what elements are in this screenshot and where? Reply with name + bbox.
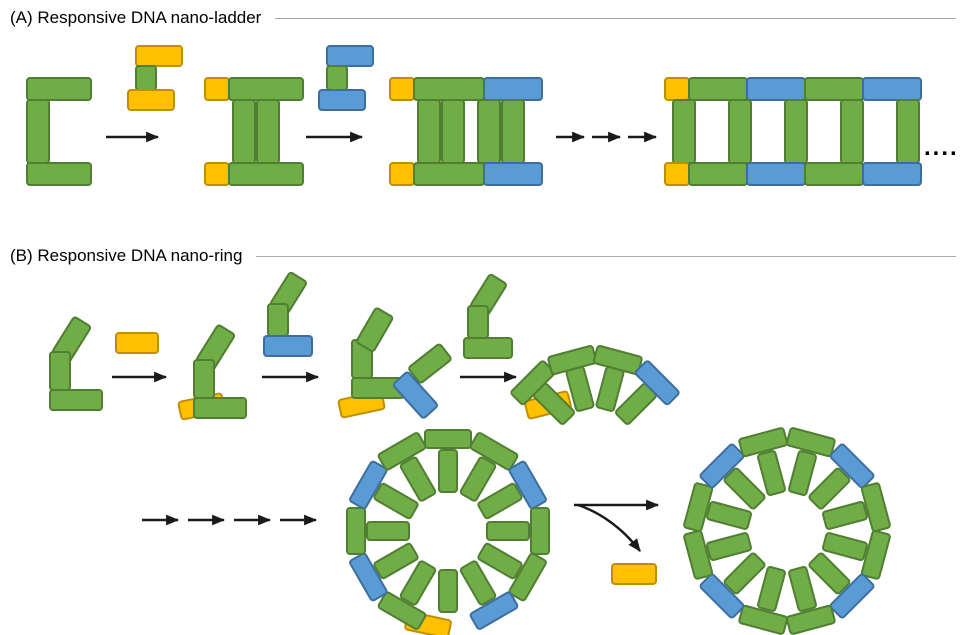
panel-b-rule	[256, 255, 956, 257]
monomer-yellow-structure	[177, 324, 247, 421]
trimer-arc-structure	[337, 307, 452, 419]
panel-a-title: (A) Responsive DNA nano-ladder	[10, 8, 262, 27]
arc-structure	[510, 345, 680, 425]
ladder-long-structure	[664, 77, 922, 186]
panel-a-rule	[275, 17, 956, 19]
continuation-dots: ....	[924, 134, 959, 161]
yellow-strand	[115, 332, 159, 354]
blue-linker-structure	[318, 45, 374, 111]
monomer-c-structure	[26, 77, 92, 186]
release-arrow	[577, 503, 641, 552]
panel-a-diagram: ....	[26, 45, 959, 186]
ladder-short-structure	[389, 77, 543, 186]
nano-ring-open-structure	[346, 429, 550, 635]
green-unit-linker	[463, 273, 513, 359]
bent-monomer-structure	[49, 316, 103, 411]
dimer-structure	[204, 77, 304, 186]
nano-ring-closed-structure	[683, 427, 891, 635]
released-yellow-strand	[611, 563, 657, 585]
blue-unit-linker	[263, 271, 313, 357]
panel-b-header: (B) Responsive DNA nano-ring	[10, 246, 956, 266]
panel-b-title: (B) Responsive DNA nano-ring	[10, 246, 243, 265]
yellow-linker-structure	[127, 45, 183, 111]
panel-b-diagram	[49, 271, 891, 635]
panel-a-header: (A) Responsive DNA nano-ladder	[10, 8, 956, 28]
